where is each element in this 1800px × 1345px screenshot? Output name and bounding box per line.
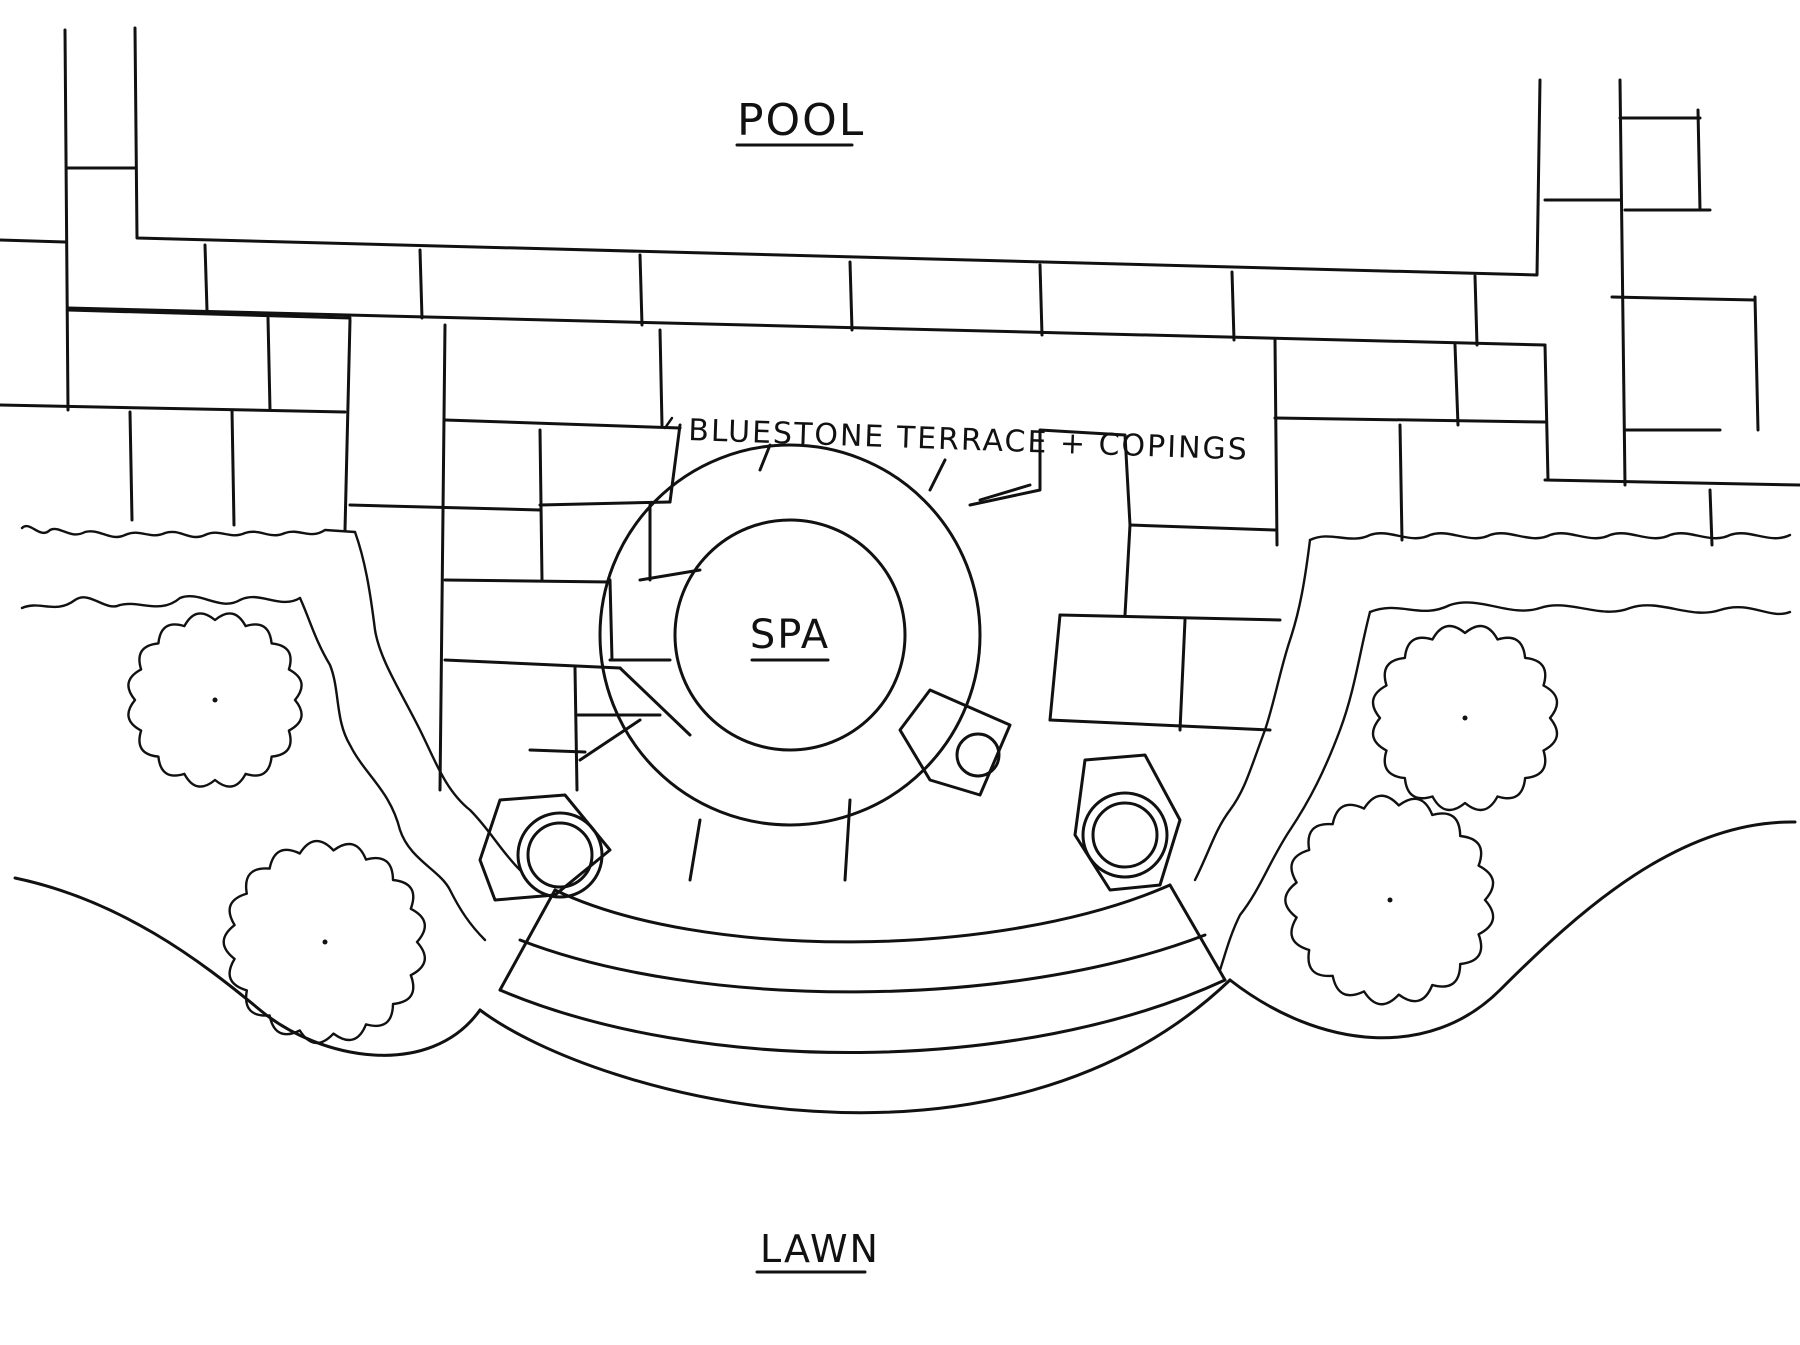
pool-label: POOL (737, 95, 865, 146)
right-pot (1073, 753, 1182, 892)
shrub-lower-left (222, 839, 426, 1045)
lawn-edge (13, 820, 1797, 1115)
curved-steps (498, 883, 1227, 1054)
terrace-label: BLUESTONE TERRACE + COPINGS (688, 413, 1250, 468)
shrub-lower-right (1284, 794, 1495, 1006)
shrubs (127, 612, 1559, 1045)
planting-bed-edges (20, 525, 1792, 972)
shrub-upper-left-center-mark (212, 697, 218, 703)
left-pot (478, 793, 612, 902)
labels: POOL BLUESTONE TERRACE + COPINGS SPA LAW… (663, 95, 1250, 1274)
lawn-label: LAWN (760, 1227, 880, 1271)
spa-label: SPA (750, 612, 830, 658)
shrub-lower-right-center-mark (1387, 897, 1393, 903)
shrub-upper-left (127, 612, 303, 788)
shrub-upper-right-center-mark (1462, 715, 1468, 721)
spa-small-pot (898, 688, 1012, 797)
terrace-label-leader (663, 416, 674, 430)
spa (578, 443, 1032, 882)
pool-edge (133, 26, 1542, 277)
shrub-upper-right (1371, 624, 1559, 812)
shrub-lower-left-center-mark (322, 939, 328, 945)
bluestone-paving (0, 28, 1800, 792)
